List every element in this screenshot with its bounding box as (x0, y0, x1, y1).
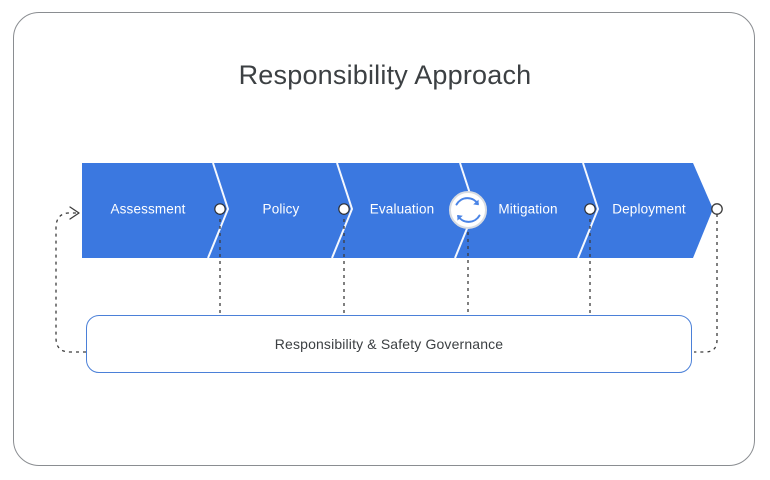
node-assessment-policy[interactable] (214, 203, 226, 215)
node-policy-evaluation[interactable] (338, 203, 350, 215)
feedback-arrowhead (69, 206, 80, 220)
governance-label: Responsibility & Safety Governance (274, 336, 504, 352)
separator-4 (577, 162, 600, 259)
pipeline-band (82, 163, 713, 258)
stage-label-assessment[interactable]: Assessment (110, 201, 186, 217)
output-connector (694, 214, 718, 353)
governance-box[interactable] (86, 315, 692, 373)
stage-label-deployment[interactable]: Deployment (612, 201, 686, 217)
refresh-cycle-icon[interactable] (449, 191, 487, 229)
node-mitigation-deployment[interactable] (584, 203, 596, 215)
separator-1 (207, 162, 230, 259)
separator-2 (331, 162, 354, 259)
stage-label-mitigation[interactable]: Mitigation (498, 201, 558, 217)
node-pipeline-output[interactable] (711, 203, 723, 215)
stage-label-evaluation[interactable]: Evaluation (369, 201, 435, 217)
node-connectors (219, 212, 591, 315)
feedback-loop-arrow (55, 206, 86, 353)
stage-label-policy[interactable]: Policy (262, 201, 300, 217)
pipeline-nodes (214, 203, 723, 215)
page-title: Responsibility Approach (238, 60, 532, 90)
